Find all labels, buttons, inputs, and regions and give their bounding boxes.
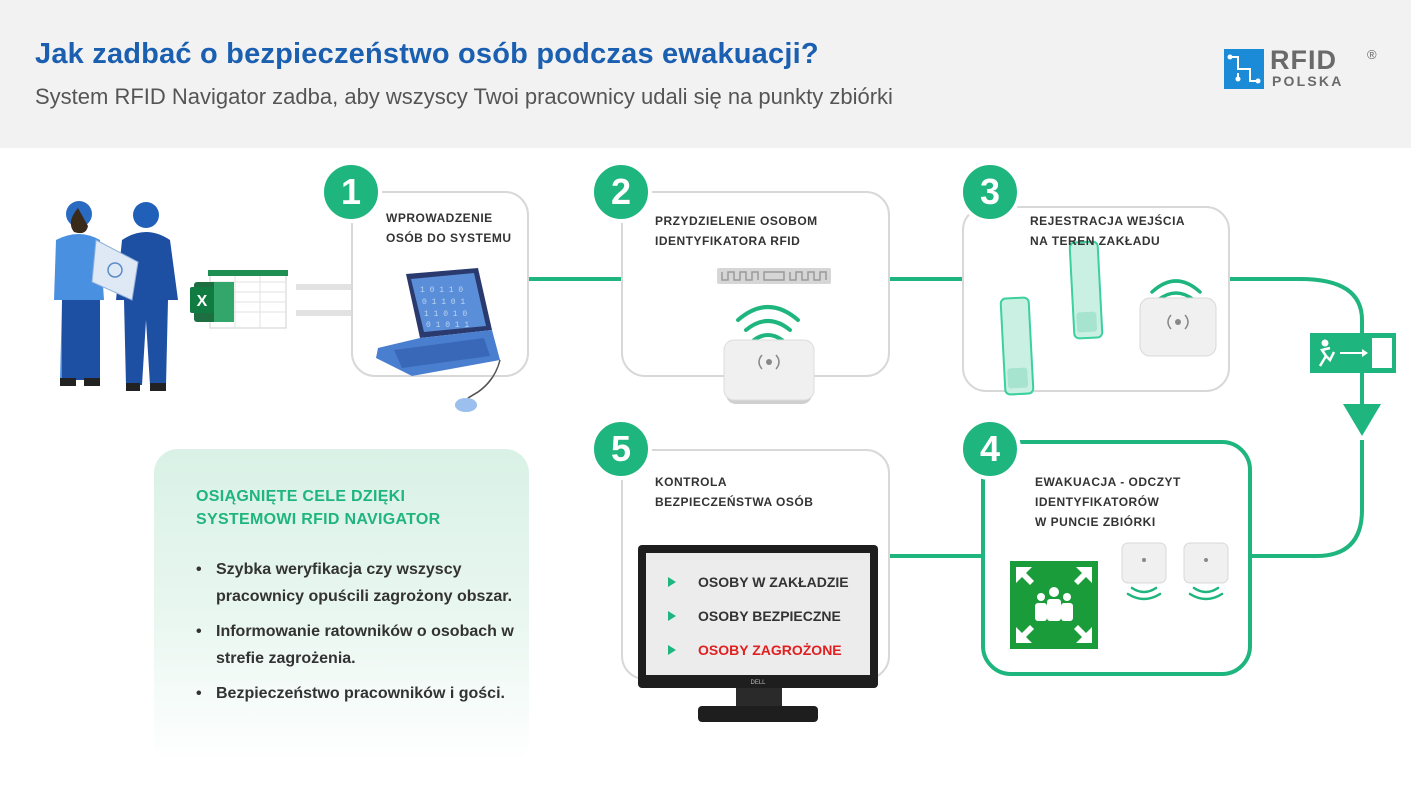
logo-sub: POLSKA — [1272, 73, 1344, 89]
play-arrow-icon — [668, 611, 676, 621]
step-5-badge: 5 — [590, 418, 652, 480]
step-2-label: PRZYDZIELENIE OSOBOM IDENTYFIKATORA RFID — [655, 214, 818, 248]
step-4-label: EWAKUACJA - ODCZYT IDENTYFIKATORÓW W PUN… — [1035, 475, 1181, 529]
goals-panel: OSIĄGNIĘTE CELE DZIĘKI SYSTEMOWI RFID NA… — [154, 449, 529, 765]
step-3-label: REJESTRACJA WEJŚCIA NA TEREN ZAKŁADU — [1030, 214, 1186, 248]
step-1-label: WPROWADZENIE OSÓB DO SYSTEMU — [386, 211, 512, 245]
people-icon — [54, 201, 178, 391]
monitor-status-list: OSOBY W ZAKŁADZIE OSOBY BEZPIECZNE OSOBY… — [666, 572, 849, 674]
rfid-polska-logo: RFID ® POLSKA — [1222, 45, 1382, 91]
monitor-item: OSOBY ZAGROŻONE — [666, 640, 849, 674]
logo-circuit-icon — [1224, 49, 1264, 89]
step-4-badge: 4 — [959, 418, 1021, 480]
monitor-item: OSOBY W ZAKŁADZIE — [666, 572, 849, 606]
step-3-badge: 3 — [959, 161, 1021, 223]
emergency-exit-icon — [1310, 333, 1396, 373]
monitor-item: OSOBY BEZPIECZNE — [666, 606, 849, 640]
goal-item: Bezpieczeństwo pracowników i gości. — [196, 680, 516, 707]
goals-list: Szybka weryfikacja czy wszyscy pracownic… — [196, 556, 516, 715]
step-2-badge: 2 — [590, 161, 652, 223]
logo-registered-mark: ® — [1367, 47, 1377, 62]
page-title: Jak zadbać o bezpieczeństwo osób podczas… — [35, 38, 819, 70]
goals-title: OSIĄGNIĘTE CELE DZIĘKI SYSTEMOWI RFID NA… — [196, 488, 441, 528]
goal-item: Informowanie ratowników o osobach w stre… — [196, 618, 516, 672]
play-arrow-icon — [668, 577, 676, 587]
svg-text:X: X — [197, 293, 208, 310]
logo-brand: RFID — [1270, 45, 1337, 75]
down-arrow-icon — [1343, 404, 1381, 436]
header: Jak zadbać o bezpieczeństwo osób podczas… — [0, 0, 1411, 148]
page-subtitle: System RFID Navigator zadba, aby wszyscy… — [35, 84, 893, 109]
step-1-badge: 1 — [320, 161, 382, 223]
step-5-label: KONTROLA BEZPIECZEŃSTWA OSÓB — [655, 475, 814, 509]
excel-icon: X — [190, 270, 288, 329]
play-arrow-icon — [668, 645, 676, 655]
goal-item: Szybka weryfikacja czy wszyscy pracownic… — [196, 556, 516, 610]
